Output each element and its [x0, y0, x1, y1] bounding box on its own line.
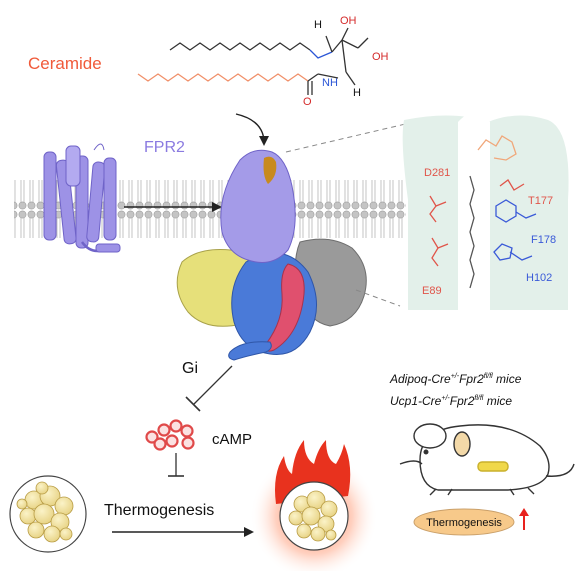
fpr2-active-receptor: [220, 149, 296, 263]
residue-t177: T177: [528, 195, 553, 207]
ceramide-atom-labels: H OH OH NH H O: [303, 15, 389, 108]
mouse-genotype-line2: Ucp1-Cre+/-Fpr2fl/fl mice: [390, 394, 512, 408]
zoom-line-top: [285, 121, 415, 153]
mouse-icon: [399, 423, 575, 496]
gi-blue-helix: [228, 341, 272, 361]
thermogenesis-badge: [413, 508, 515, 536]
heated-fat-cell: [250, 440, 378, 571]
inhibition-arrow-icon: [185, 396, 201, 412]
chem-h1: H: [314, 19, 322, 31]
chem-nh: NH: [322, 77, 338, 89]
fpr2-gi-complex: [176, 149, 367, 361]
residue-d281: D281: [424, 167, 450, 179]
residue-h102: H102: [526, 272, 552, 284]
thermogenesis-left-label: Thermogenesis: [104, 502, 214, 519]
binding-pocket-panel: [402, 113, 569, 320]
mouse-genotype-line1: Adipoq-Cre+/-Fpr2fl/fl mice: [389, 372, 522, 386]
binding-arrow-head: [259, 136, 269, 146]
ceramide-structure: [137, 27, 369, 95]
chem-oh1: OH: [340, 15, 357, 27]
chem-oh2: OH: [372, 51, 389, 63]
activation-arrow-head: [212, 202, 222, 212]
residue-f178: F178: [531, 234, 556, 246]
zoom-line-bottom: [355, 289, 401, 307]
residue-sticks: [429, 135, 537, 289]
bound-ceramide-density: [263, 156, 277, 184]
camp-molecules: [145, 419, 195, 451]
thermogenesis-badge-label: Thermogenesis: [426, 517, 502, 529]
thermogenesis-arrow-head: [244, 527, 254, 537]
gi-inhibition-line: [193, 365, 233, 405]
fpr2-inactive-receptor: [43, 143, 121, 253]
camp-label: cAMP: [212, 431, 252, 448]
fpr2-label: FPR2: [144, 139, 185, 156]
ceramide-label: Ceramide: [28, 54, 102, 73]
residue-labels: D281 E89 T177 F178 H102: [422, 167, 556, 297]
chem-h2: H: [353, 87, 361, 99]
residue-e89: E89: [422, 285, 442, 297]
gi-label: Gi: [182, 360, 198, 377]
up-arrow-icon-head: [519, 508, 529, 516]
fat-cell-icon: [9, 475, 87, 553]
chem-o: O: [303, 96, 312, 108]
